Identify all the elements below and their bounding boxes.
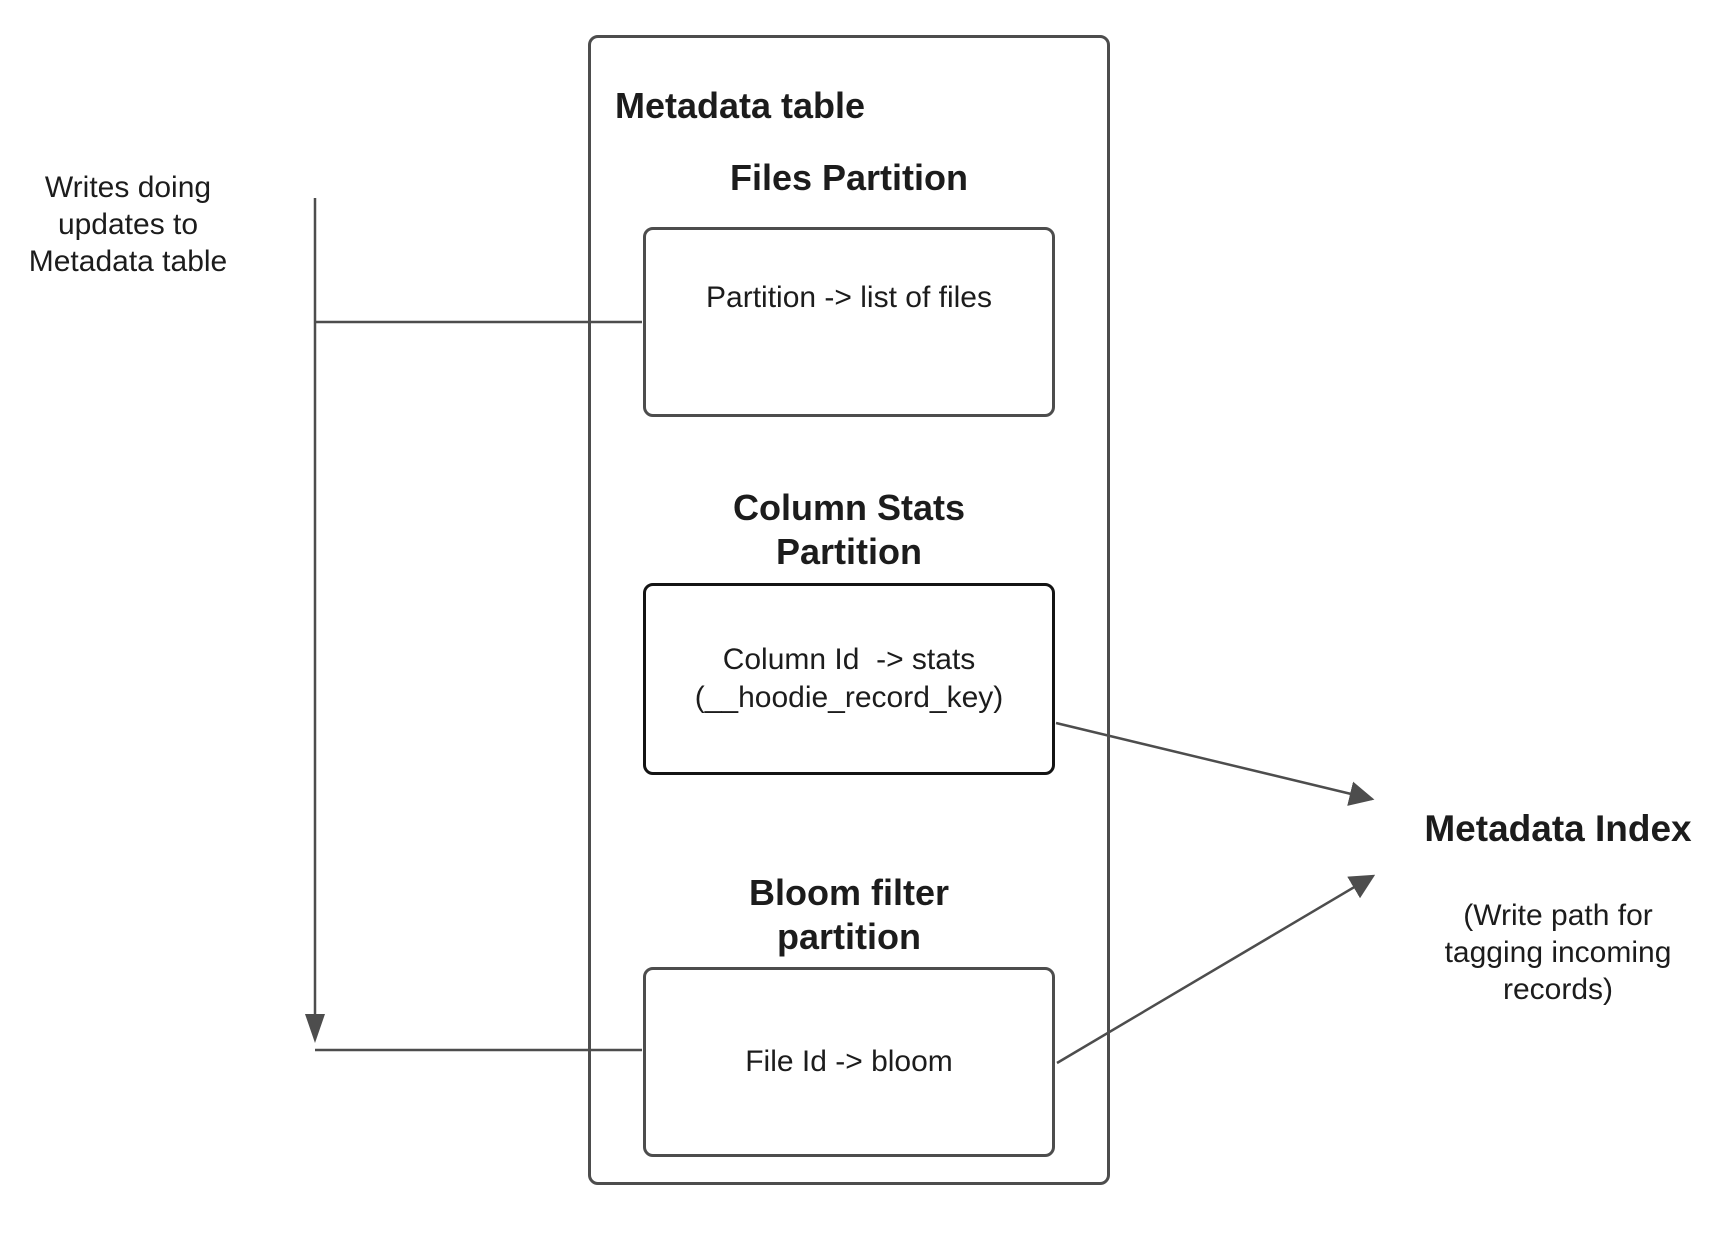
files-partition-content: Partition -> list of files — [706, 281, 992, 314]
files-partition-heading: Files Partition — [729, 157, 969, 198]
column-stats-partition-heading: Column Stats Partition — [732, 487, 965, 572]
bloom-filter-partition-box: File Id -> bloom — [643, 967, 1055, 1157]
column-stats-partition-box: Column Id -> stats (__hoodie_record_key) — [643, 583, 1055, 775]
column-stats-partition-content: Column Id -> stats (__hoodie_record_key) — [694, 643, 1004, 714]
bloom-filter-partition-heading: Bloom filter partition — [748, 872, 949, 957]
metadata-index-subtitle: (Write path for tagging incoming records… — [1444, 899, 1672, 1006]
down-arrowhead-icon — [305, 1014, 325, 1043]
bloom-filter-partition-content: File Id -> bloom — [745, 1045, 953, 1078]
metadata-table-box: Metadata table Files Partition Partition… — [588, 35, 1110, 1185]
metadata-table-title: Metadata table — [615, 85, 866, 126]
writes-note: Writes doing updates to Metadata table — [28, 171, 228, 278]
files-partition-box: Partition -> list of files — [643, 227, 1055, 417]
metadata-index-title: Metadata Index — [1424, 808, 1692, 849]
